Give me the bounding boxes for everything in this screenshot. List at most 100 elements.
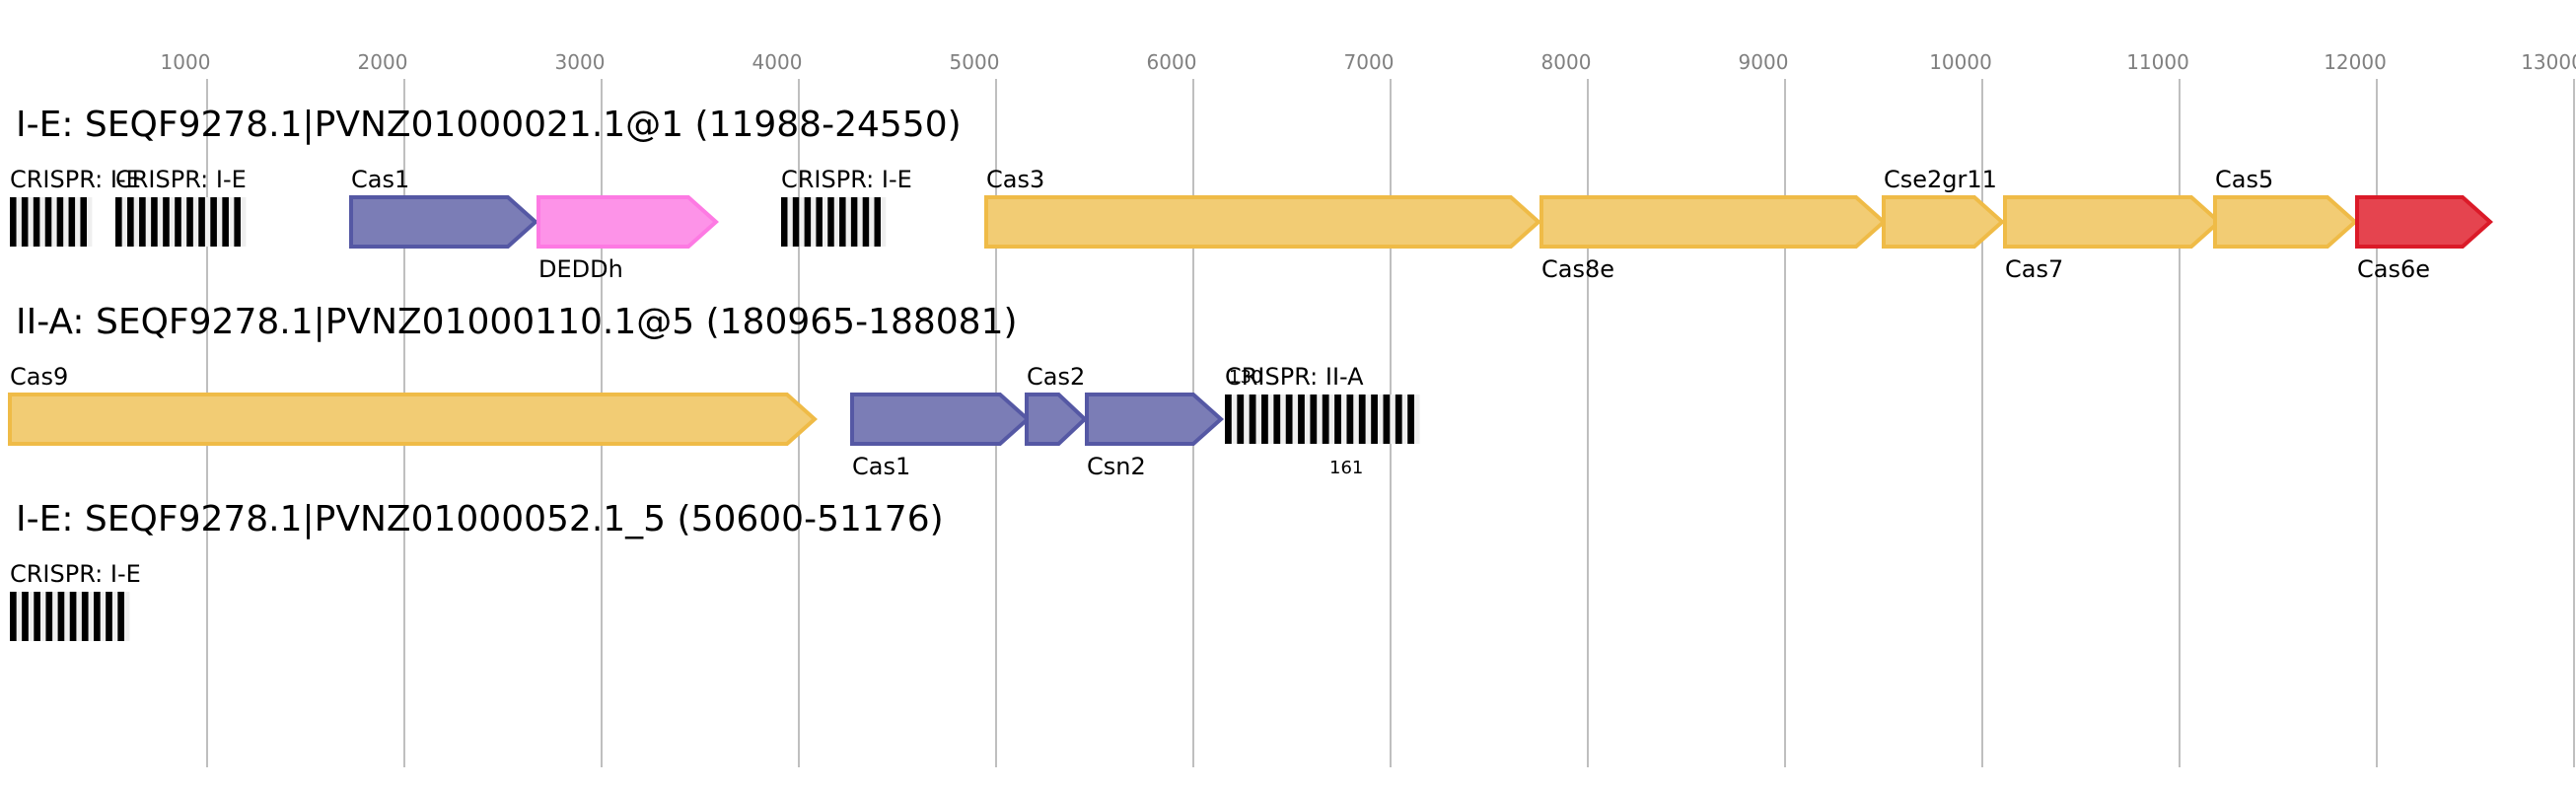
tick-label: 13000 — [2521, 50, 2576, 74]
crispr-repeat — [1261, 394, 1268, 444]
crispr-spacer — [39, 197, 45, 247]
crispr-spacer — [857, 197, 863, 247]
crispr-spacer — [1317, 394, 1323, 444]
crispr-repeat — [163, 197, 170, 247]
crispr-spacer — [121, 197, 128, 247]
crispr-repeat — [68, 197, 76, 247]
crispr-spacer — [1365, 394, 1372, 444]
gene-label: DEDDh — [538, 255, 623, 283]
crispr-repeat — [827, 197, 834, 247]
crispr-spacer — [881, 197, 887, 247]
crispr-spacer — [1304, 394, 1311, 444]
crispr-spacer — [1390, 394, 1395, 444]
crispr-repeat — [1383, 394, 1391, 444]
crispr-spacer — [52, 592, 58, 641]
tick-label: 11000 — [2126, 50, 2189, 74]
crispr-repeat — [781, 197, 788, 247]
crispr-array — [10, 197, 93, 247]
crispr-spacer — [1255, 394, 1262, 444]
locus-row: I-E: SEQF9278.1|PVNZ01000052.1_5 (50600-… — [10, 499, 944, 641]
crispr-repeat — [33, 197, 40, 247]
crispr-repeat — [1371, 394, 1378, 444]
crispr-spacer — [169, 197, 176, 247]
crispr-repeat — [186, 197, 193, 247]
gene-arrow-cas7 — [2003, 195, 2223, 249]
crispr-spacer — [228, 197, 235, 247]
tick-label: 5000 — [950, 50, 1000, 74]
gene-arrow-cas1 — [850, 393, 1032, 446]
crispr-repeat — [94, 592, 101, 641]
gene-arrow-cas9 — [8, 393, 819, 446]
rows: I-E: SEQF9278.1|PVNZ01000021.1@1 (11988-… — [8, 105, 2494, 641]
crispr-repeat — [1298, 394, 1305, 444]
crispr-spacer — [64, 592, 70, 641]
crispr-spacer — [145, 197, 152, 247]
gene-arrow-cse2gr11 — [1882, 195, 2006, 249]
crispr-spacer — [1340, 394, 1347, 444]
gene-arrow-deddh — [537, 195, 720, 249]
crispr-spacer — [1244, 394, 1250, 444]
locus-title: I-E: SEQF9278.1|PVNZ01000052.1_5 (50600-… — [16, 499, 944, 539]
gene-arrow-cas6e — [2355, 195, 2494, 249]
crispr-repeat — [80, 197, 87, 247]
crispr-repeat — [1225, 394, 1232, 444]
crispr-spacer — [76, 592, 82, 641]
crispr-repeat — [1310, 394, 1318, 444]
crispr-repeat — [850, 197, 858, 247]
crispr-repeat — [1346, 394, 1354, 444]
locus-title: II-A: SEQF9278.1|PVNZ01000110.1@5 (18096… — [16, 302, 1018, 342]
crispr-label: CRISPR: I-E — [10, 166, 141, 193]
crispr-repeat — [139, 197, 146, 247]
crispr-repeat — [804, 197, 812, 247]
crispr-spacer — [1280, 394, 1286, 444]
crispr-repeat — [44, 197, 52, 247]
gene-arrow-cas8e — [1539, 195, 1888, 249]
locus-row: I-E: SEQF9278.1|PVNZ01000021.1@1 (11988-… — [10, 105, 2494, 283]
crispr-spacer — [845, 197, 851, 247]
crispr-repeat — [10, 592, 17, 641]
crispr-repeat — [816, 197, 823, 247]
crispr-repeat — [1273, 394, 1281, 444]
crispr-spacer — [822, 197, 828, 247]
crispr-repeat — [56, 197, 64, 247]
crispr-spacer — [75, 197, 81, 247]
crispr-repeat — [792, 197, 800, 247]
gene-label: Cas1 — [852, 453, 910, 480]
gene-arrow-cas2 — [1025, 393, 1088, 446]
crispr-repeat — [117, 592, 124, 641]
crispr-repeat — [127, 197, 134, 247]
gene-arrow-cas3 — [984, 195, 1542, 249]
tick-label: 7000 — [1344, 50, 1395, 74]
locus-title: I-E: SEQF9278.1|PVNZ01000021.1@1 (11988-… — [16, 105, 962, 145]
crispr-spacer — [100, 592, 107, 641]
gene-label: Cas2 — [1027, 363, 1085, 391]
crispr-spacer — [88, 592, 95, 641]
crispr-spacer — [216, 197, 223, 247]
crispr-repeat — [175, 197, 181, 247]
crispr-array — [10, 592, 130, 641]
crispr-label: CRISPR: I-E — [115, 166, 247, 193]
tick-label: 6000 — [1147, 50, 1197, 74]
crispr-spacer — [1353, 394, 1359, 444]
crispr-repeat — [1407, 394, 1414, 444]
crispr-spacer — [63, 197, 69, 247]
crispr-repeat — [1334, 394, 1341, 444]
gene-arrow-cas1 — [349, 195, 539, 249]
gene-label: Cas5 — [2215, 166, 2273, 193]
crispr-spacer — [192, 197, 199, 247]
crispr-spacer — [869, 197, 875, 247]
crispr-spacer — [133, 197, 140, 247]
gene-label: Csn2 — [1087, 453, 1146, 480]
crispr-spacer — [16, 592, 23, 641]
crispr-repeat — [1358, 394, 1366, 444]
crispr-repeat — [115, 197, 122, 247]
crispr-repeat — [210, 197, 217, 247]
gene-arrow-csn2 — [1085, 393, 1225, 446]
crispr-spacer — [204, 197, 211, 247]
crispr-spacer — [1414, 394, 1420, 444]
crispr-spacer — [1231, 394, 1238, 444]
crispr-repeat — [1249, 394, 1256, 444]
crispr-spacer — [180, 197, 187, 247]
crispr-spacer — [16, 197, 22, 247]
